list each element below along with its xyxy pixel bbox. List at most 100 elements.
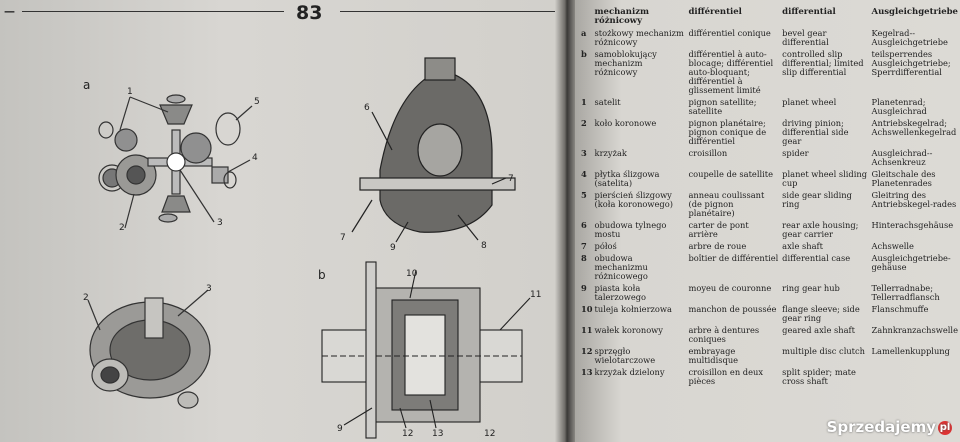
cell-k: b [581, 49, 587, 59]
cell-de: Antriebskegelrad; Achswellenkegelrad [871, 118, 957, 137]
assembled-differential-drawing [87, 289, 211, 409]
callout: 11 [530, 290, 541, 300]
cell-k: 13 [581, 367, 593, 377]
cell-de: Zahnkranzachswelle [871, 325, 958, 335]
cell-de: Ausgleichrad--Achsenkreuz [871, 148, 933, 167]
watermark-text: Sprzedajemy [826, 418, 936, 436]
cell-k: 11 [581, 325, 593, 335]
cell-k: 8 [581, 253, 587, 263]
cell-fr: manchon de poussée [688, 304, 777, 314]
terminology-table: mechanizm różnicowy différentiel differe… [575, 8, 960, 389]
figure-b-label: b [318, 268, 326, 282]
cell-en: spider [782, 148, 809, 158]
cell-en: bevel gear differential [782, 28, 829, 47]
header-rule-right [340, 11, 555, 12]
cell-k: 10 [581, 304, 593, 314]
cell-en: split spider; mate cross shaft [782, 367, 856, 386]
cell-pl: tuleja kołnierzowa [594, 304, 672, 314]
cell-pl: stożkowy mechanizm różnicowy [594, 28, 684, 47]
cell-pl: koło koronowe [594, 118, 657, 128]
cell-en: planet wheel [782, 97, 837, 107]
table-row: 5 pierścień ślizgowy (koła koronowego) ann… [575, 191, 960, 221]
callout: 3 [206, 284, 212, 294]
cell-de: Hinterachsgehäuse [871, 220, 954, 230]
cell-de: Ausgleichgetriebe-gehäuse [871, 253, 951, 272]
cell-pl: płytka ślizgowa (satelita) [594, 169, 660, 188]
callout: 10 [406, 269, 418, 279]
callout: 7 [508, 174, 514, 184]
table-row: 7 półoś arbre de roue axle shaft Achswelle [575, 242, 960, 254]
cell-pl: piasta koła talerzowego [594, 283, 647, 302]
cell-de: Flanschmuffe [871, 304, 929, 314]
cell-fr: arbre de roue [688, 241, 747, 251]
cell-pl: półoś [594, 241, 617, 251]
cell-pl: sprzęgło wielotarczowe [594, 346, 656, 365]
callout: 5 [254, 97, 260, 107]
cell-k: 7 [581, 241, 587, 251]
cell-k: 9 [581, 283, 587, 293]
cell-fr: arbre à dentures coniques [688, 325, 760, 344]
book-gutter [555, 0, 577, 442]
table-row: a stożkowy mechanizm różnicowy différentie… [575, 29, 960, 50]
callout: 8 [481, 241, 487, 251]
callout: 12 [484, 429, 495, 439]
technical-drawings: 1 5 4 2 3 2 3 [83, 57, 541, 439]
callout: 13 [432, 429, 443, 439]
cell-fr: pignon planétaire; pignon conique de dif… [688, 118, 767, 146]
cell-de: Tellerradnabe; Tellerradflansch [871, 283, 940, 302]
table-header-row: mechanizm różnicowy différentiel differe… [575, 8, 960, 29]
cell-fr: pignon satellite; satellite [688, 97, 757, 116]
cell-pl: wałek koronowy [594, 325, 663, 335]
header-polish: mechanizm różnicowy [594, 7, 650, 26]
page-corner-mark: — [4, 5, 15, 18]
callout: 2 [119, 223, 125, 233]
cell-en: driving pinion; differential side gear [782, 118, 849, 146]
cell-en: geared axle shaft [782, 325, 855, 335]
cell-k: 6 [581, 220, 587, 230]
cell-fr: différentiel conique [688, 28, 771, 38]
header-german: Ausgleichgetriebe [871, 7, 958, 17]
cell-de: Achswelle [871, 241, 914, 251]
callout: 9 [337, 424, 343, 434]
cell-fr: croisillon en deux pièces [688, 367, 764, 386]
watermark-badge: pl [938, 420, 952, 435]
cell-k: 4 [581, 169, 587, 179]
callout: 2 [83, 293, 89, 303]
table-row: 4 płytka ślizgowa (satelita) coupelle de s… [575, 170, 960, 191]
cell-de: Gleitring des Antriebskegel-rades [871, 190, 957, 209]
page-number: 83 [296, 2, 323, 24]
callout: 4 [252, 153, 258, 163]
cell-en: flange sleeve; side gear ring [782, 304, 860, 323]
left-page: — 83 a b [0, 0, 560, 442]
cell-en: planet wheel sliding cup [782, 169, 868, 188]
cell-de: Kegelrad--Ausgleichgetriebe [871, 28, 948, 47]
header-french: différentiel [688, 7, 742, 17]
cell-k: 5 [581, 190, 587, 200]
cell-k: 2 [581, 118, 587, 128]
cell-en: axle shaft [782, 241, 823, 251]
cell-pl: satelit [594, 97, 621, 107]
cell-en: differential case [782, 253, 851, 263]
cell-pl: krzyżak [594, 148, 627, 158]
cell-pl: obudowa tylnego mostu [594, 220, 667, 239]
cell-fr: coupelle de satellite [688, 169, 774, 179]
table-body: a stożkowy mechanizm różnicowy différentie… [575, 29, 960, 389]
callout: 6 [364, 103, 370, 113]
callout: 1 [127, 87, 133, 97]
axle-housing-section-drawing [351, 57, 516, 243]
cell-en: ring gear hub [782, 283, 840, 293]
cell-pl: pierścień ślizgowy (koła koronowego) [594, 190, 673, 209]
cell-fr: moyeu de couronne [688, 283, 772, 293]
cell-fr: anneau coulissant (de pignon planétaire) [688, 190, 765, 218]
cell-fr: embrayage multidisque [688, 346, 739, 365]
cell-k: a [581, 28, 587, 38]
cell-de: teilsperrendes Ausgleichgetriebe; Sperrd… [871, 49, 951, 77]
